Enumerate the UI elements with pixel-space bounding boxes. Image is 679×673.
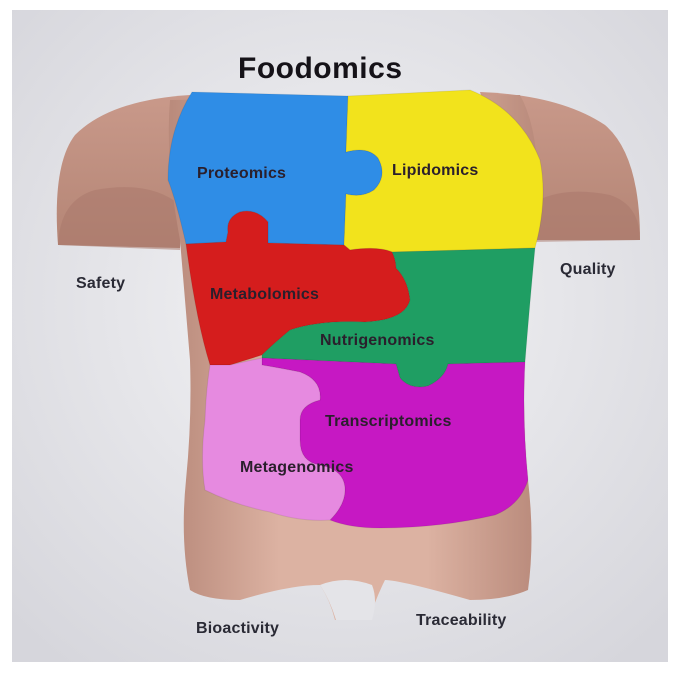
label-bioactivity: Bioactivity [196, 620, 279, 638]
diagram-title: Foodomics [238, 52, 403, 86]
label-transcriptomics: Transcriptomics [325, 413, 452, 431]
label-lipidomics: Lipidomics [392, 162, 478, 180]
label-traceability: Traceability [416, 612, 506, 630]
label-nutrigenomics: Nutrigenomics [320, 332, 435, 350]
label-quality: Quality [560, 261, 616, 279]
label-metagenomics: Metagenomics [240, 459, 354, 477]
label-proteomics: Proteomics [197, 165, 286, 183]
label-metabolomics: Metabolomics [210, 286, 319, 304]
puzzle-pieces [168, 90, 543, 528]
label-safety: Safety [76, 275, 125, 293]
